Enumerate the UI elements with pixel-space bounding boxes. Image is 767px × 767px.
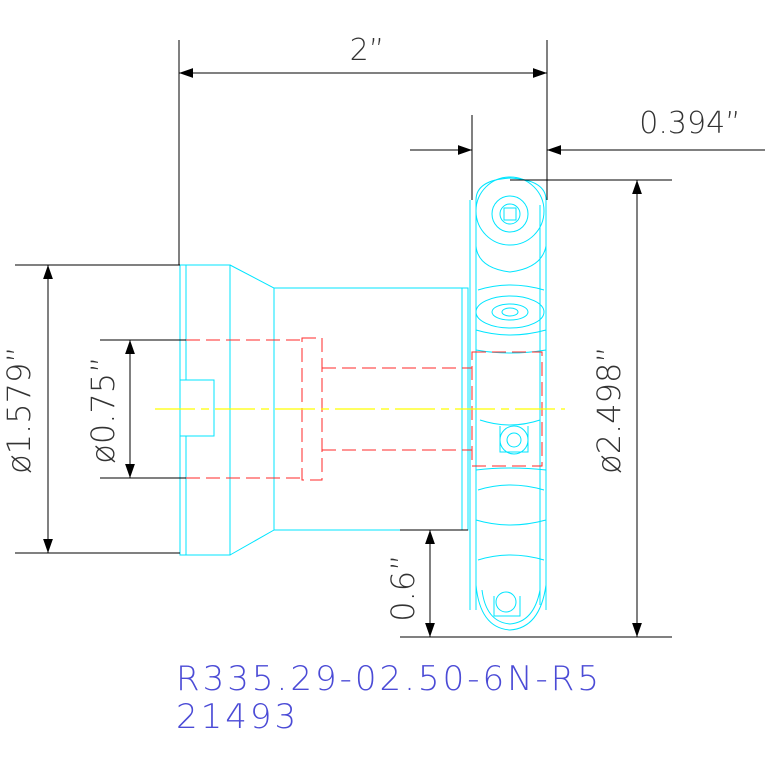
part-label: R335.29-02.50-6N-R5 21493 [176,660,602,736]
dim-offset: 0.6” [384,554,422,621]
part-outline [179,176,547,631]
dim-bore-diameter: ø0.75” [84,356,122,463]
dim-flange-diameter: ø2.498” [590,346,628,474]
dim-body-diameter: ø1.579” [0,346,38,474]
dim-overall-length: 2” [350,33,385,68]
dim-flange-thickness: 0.394” [639,106,740,141]
part-number: R335.29-02.50-6N-R5 [176,659,603,699]
hidden-lines [186,337,543,481]
dimension-lines [15,40,765,638]
part-code: 21493 [176,697,300,737]
